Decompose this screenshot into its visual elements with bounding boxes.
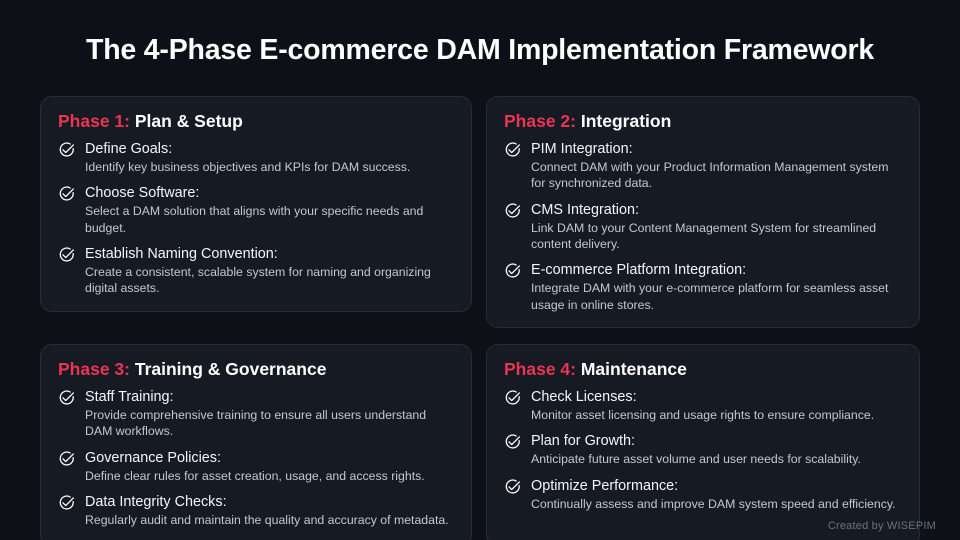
list-item-text: E-commerce Platform Integration: Integra… — [531, 261, 901, 313]
phase-card-1-items: Define Goals: Identify key business obje… — [58, 140, 453, 297]
list-item-title: Optimize Performance: — [531, 477, 679, 494]
phase-subject: Maintenance — [580, 359, 687, 380]
list-item-text: Define Goals: Identify key business obje… — [85, 140, 453, 175]
phase-card-3: Phase 3: Training & Governance Staff Tra… — [40, 344, 472, 540]
check-circle-icon — [58, 389, 76, 407]
list-item-description: Regularly audit and maintain the quality… — [85, 513, 449, 528]
list-item-description: Continually assess and improve DAM syste… — [531, 496, 896, 511]
list-item-text: Check Licenses: Monitor asset licensing … — [531, 388, 901, 423]
check-circle-icon — [504, 141, 522, 159]
list-item: Staff Training: Provide comprehensive tr… — [58, 388, 453, 440]
list-item-title: Staff Training: — [85, 389, 174, 406]
check-circle-icon — [504, 262, 522, 280]
list-item-title: Define Goals: — [85, 141, 173, 157]
phase-card-1-title: Phase 1: Plan & Setup — [58, 111, 453, 132]
list-item-text: PIM Integration: Connect DAM with your P… — [531, 140, 901, 192]
check-circle-icon — [58, 185, 76, 203]
list-item: Check Licenses: Monitor asset licensing … — [504, 388, 901, 423]
list-item: Governance Policies: Define clear rules … — [58, 449, 453, 484]
phase-card-1: Phase 1: Plan & Setup Define Goals: Iden… — [40, 96, 472, 312]
list-item-text: CMS Integration: Link DAM to your Conten… — [531, 201, 901, 253]
list-item-text: Data Integrity Checks: Regularly audit a… — [85, 493, 453, 528]
list-item: Choose Software: Select a DAM solution t… — [58, 184, 453, 236]
list-item: CMS Integration: Link DAM to your Conten… — [504, 201, 901, 253]
list-item-description: Integrate DAM with your e-commerce platf… — [531, 281, 889, 312]
check-circle-icon — [58, 450, 76, 468]
list-item-description: Define clear rules for asset creation, u… — [85, 468, 425, 483]
list-item-title: CMS Integration: — [531, 201, 639, 218]
phase-card-4: Phase 4: Maintenance Check Licenses: Mon… — [486, 344, 920, 540]
list-item-text: Establish Naming Convention: Create a co… — [85, 245, 453, 297]
list-item: Data Integrity Checks: Regularly audit a… — [58, 493, 453, 528]
list-item-title: PIM Integration: — [531, 141, 633, 157]
phase-card-grid: Phase 1: Plan & Setup Define Goals: Iden… — [40, 96, 920, 540]
list-item: E-commerce Platform Integration: Integra… — [504, 261, 901, 313]
list-item: PIM Integration: Connect DAM with your P… — [504, 140, 901, 192]
phase-label: Phase 2: — [504, 111, 576, 131]
list-item-title: Establish Naming Convention: — [85, 246, 278, 263]
page-title: The 4-Phase E-commerce DAM Implementatio… — [85, 34, 875, 66]
credit-text: Created by WISEPIM — [827, 520, 936, 532]
list-item-title: Data Integrity Checks: — [85, 494, 227, 511]
list-item-text: Governance Policies: Define clear rules … — [85, 449, 453, 484]
list-item-description: Connect DAM with your Product Informatio… — [531, 160, 889, 191]
phase-card-2-title: Phase 2: Integration — [504, 111, 901, 132]
list-item: Optimize Performance: Continually assess… — [504, 477, 901, 512]
check-circle-icon — [504, 433, 522, 451]
check-circle-icon — [58, 494, 76, 512]
list-item-description: Provide comprehensive training to ensure… — [85, 408, 427, 439]
phase-card-4-items: Check Licenses: Monitor asset licensing … — [504, 388, 901, 512]
phase-label: Phase 3: — [58, 359, 130, 380]
list-item-text: Staff Training: Provide comprehensive tr… — [85, 388, 453, 440]
phase-subject: Training & Governance — [134, 359, 327, 380]
phase-subject: Plan & Setup — [134, 111, 243, 131]
list-item-title: E-commerce Platform Integration: — [531, 262, 747, 279]
list-item: Define Goals: Identify key business obje… — [58, 140, 453, 175]
list-item-description: Identify key business objectives and KPI… — [85, 160, 411, 174]
check-circle-icon — [504, 202, 522, 220]
phase-label: Phase 4: — [504, 359, 576, 380]
list-item-title: Governance Policies: — [85, 449, 221, 466]
phase-card-2: Phase 2: Integration PIM Integration: Co… — [486, 96, 920, 329]
phase-card-2-items: PIM Integration: Connect DAM with your P… — [504, 140, 901, 313]
list-item-description: Monitor asset licensing and usage rights… — [531, 408, 875, 423]
phase-card-3-items: Staff Training: Provide comprehensive tr… — [58, 388, 453, 528]
list-item-title: Check Licenses: — [531, 389, 637, 406]
list-item-description: Create a consistent, scalable system for… — [85, 265, 431, 296]
list-item-title: Choose Software: — [85, 185, 200, 202]
list-item-text: Optimize Performance: Continually assess… — [531, 477, 901, 512]
list-item: Plan for Growth: Anticipate future asset… — [504, 432, 901, 467]
list-item-text: Plan for Growth: Anticipate future asset… — [531, 432, 901, 467]
list-item-description: Link DAM to your Content Management Syst… — [531, 220, 877, 252]
phase-card-3-title: Phase 3: Training & Governance — [58, 359, 453, 380]
phase-label: Phase 1: — [58, 111, 130, 131]
list-item: Establish Naming Convention: Create a co… — [58, 245, 453, 297]
list-item-title: Plan for Growth: — [531, 433, 635, 450]
list-item-text: Choose Software: Select a DAM solution t… — [85, 184, 453, 236]
check-circle-icon — [58, 246, 76, 264]
phase-subject: Integration — [580, 111, 672, 131]
list-item-description: Select a DAM solution that aligns with y… — [85, 204, 424, 235]
check-circle-icon — [58, 141, 76, 159]
check-circle-icon — [504, 478, 522, 496]
phase-card-4-title: Phase 4: Maintenance — [504, 359, 901, 380]
check-circle-icon — [504, 389, 522, 407]
list-item-description: Anticipate future asset volume and user … — [531, 452, 861, 467]
